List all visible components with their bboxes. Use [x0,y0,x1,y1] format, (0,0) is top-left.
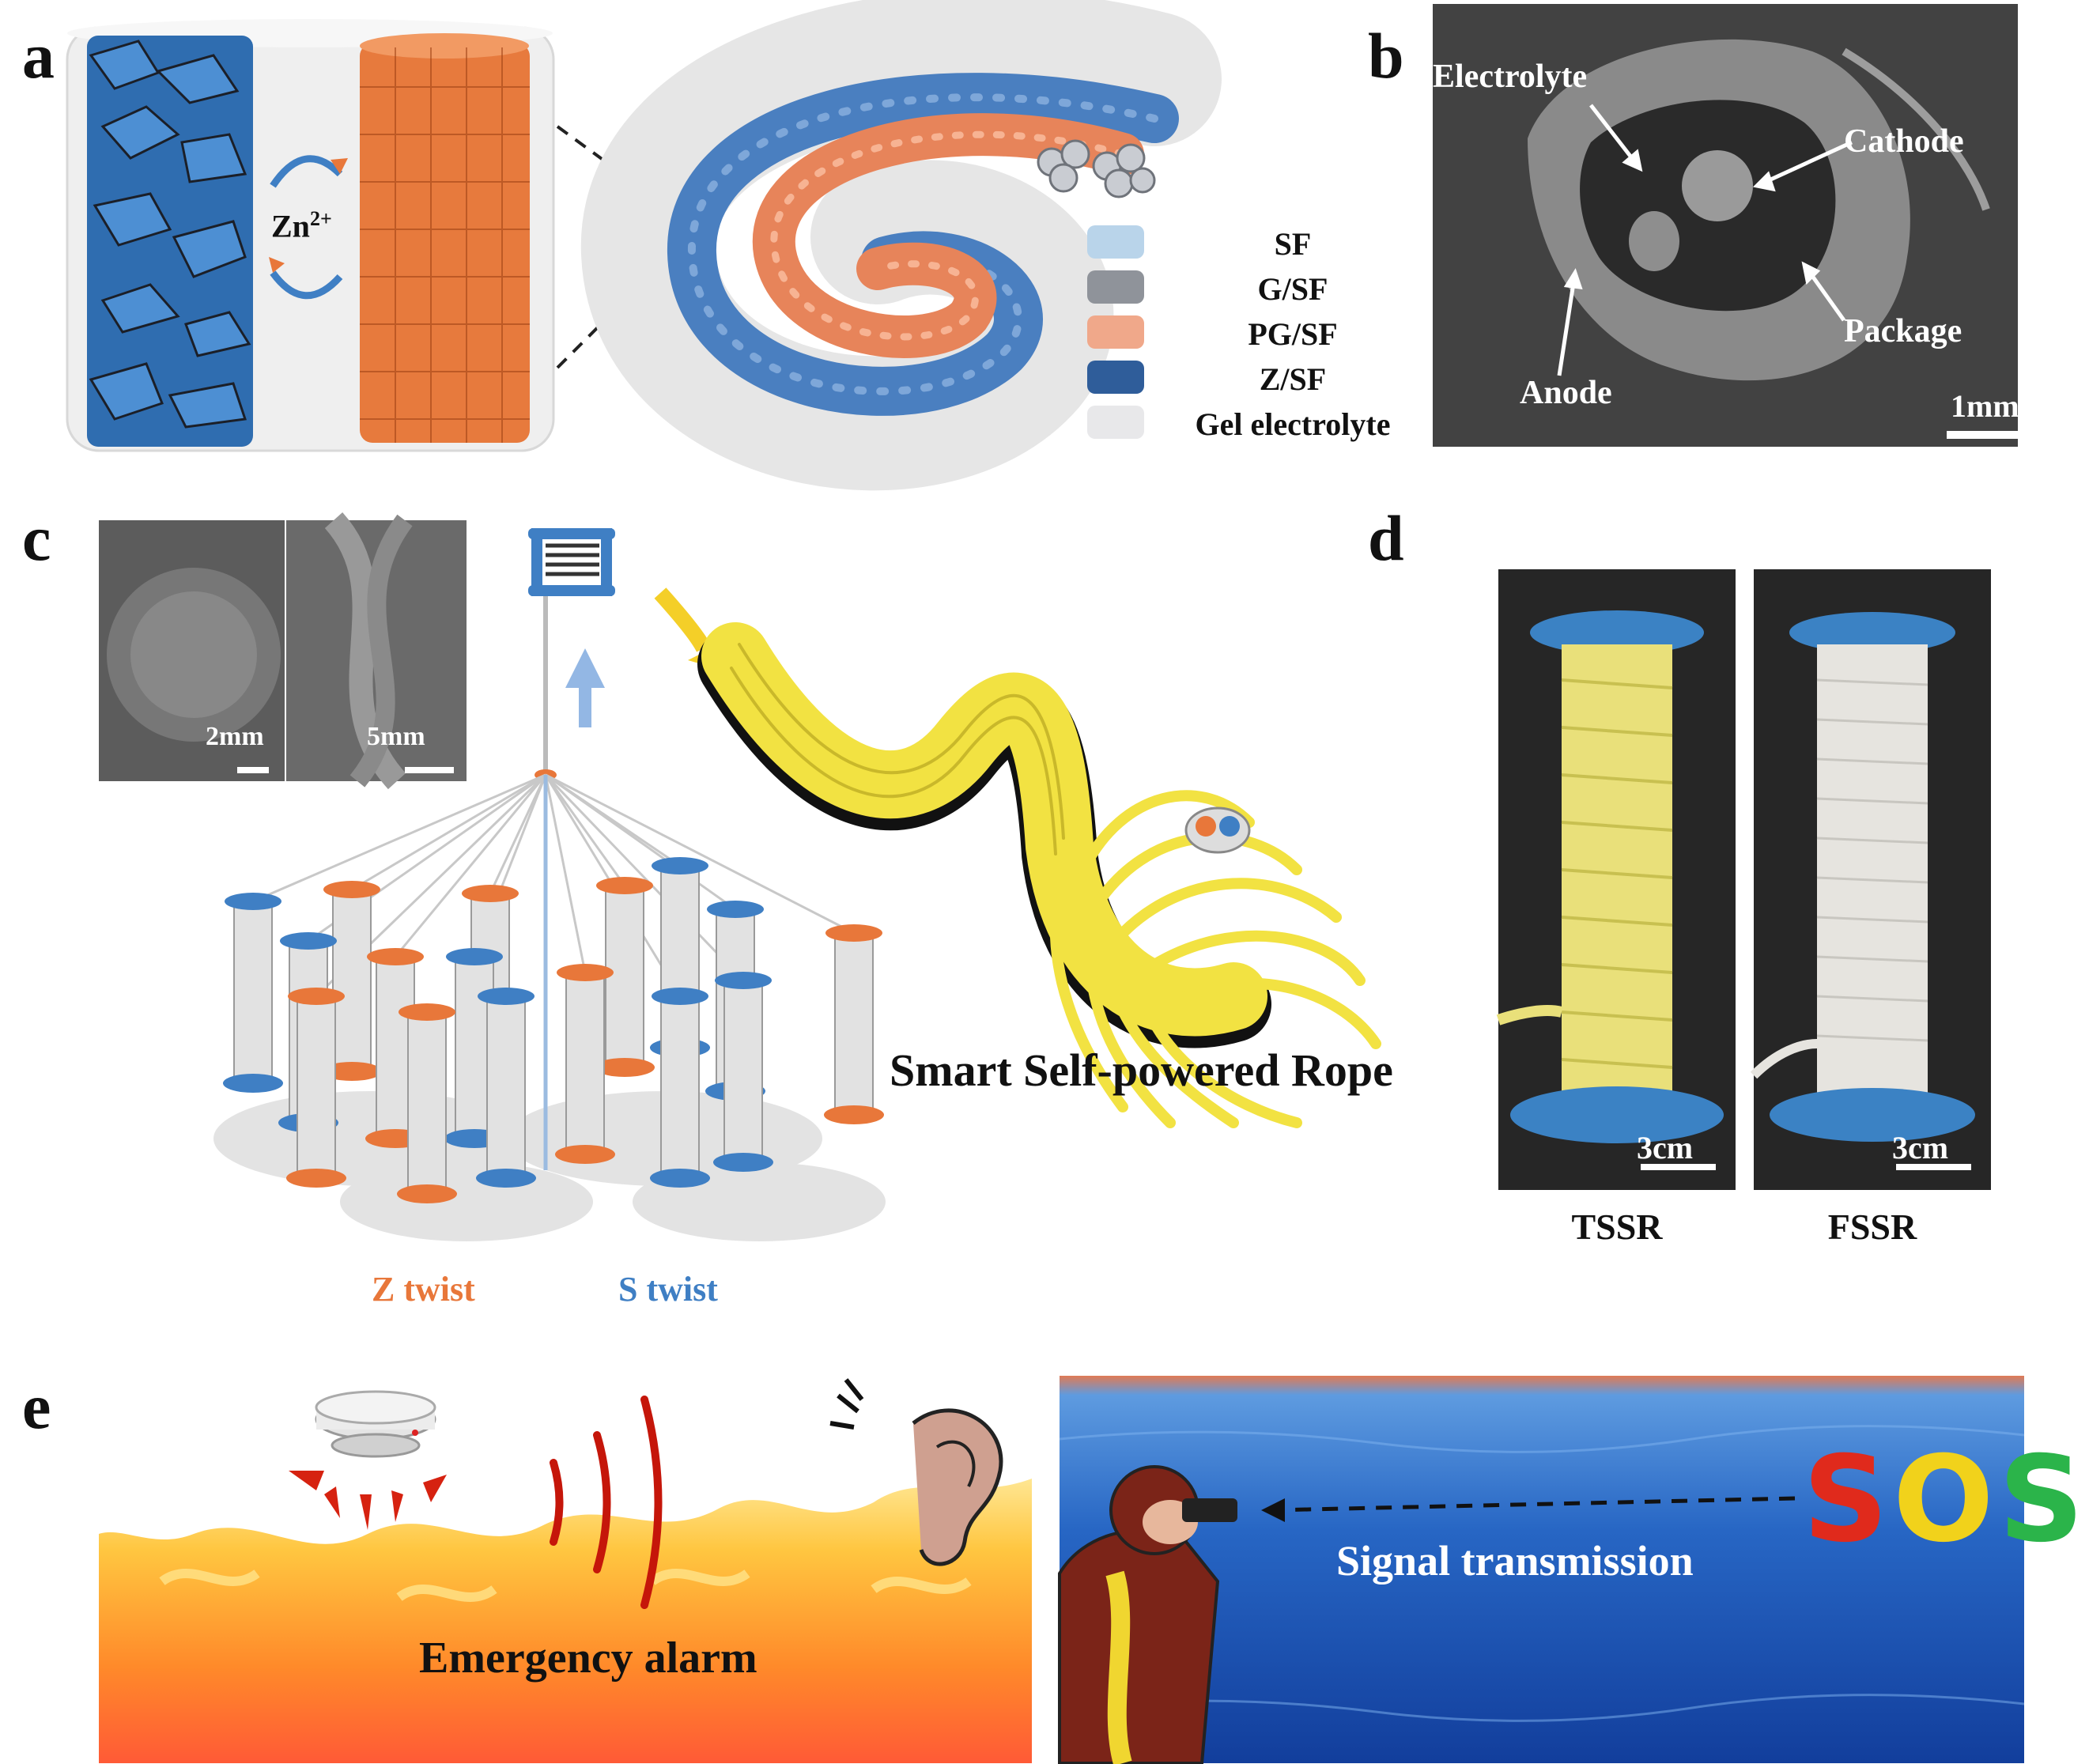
panel-label-e: e [22,1370,51,1442]
bobbins [223,857,884,1203]
sos-letter: S [1998,1431,2089,1569]
ion-exchange-arrows [270,155,343,300]
bobbin [650,988,710,1188]
scale-label: 2mm [206,722,264,751]
caption-tssr: TSSR [1571,1207,1663,1247]
label-electrolyte: Electrolyte [1433,59,1588,95]
bobbin [713,972,773,1172]
rope-braiding-machine [213,528,1381,1241]
spiral-rope-illustration [580,0,1222,491]
legend-label: PG/SF [1248,316,1338,352]
sem-inset-drawing [324,512,413,790]
signal-dashed-line [1272,1496,1796,1513]
panel-e: e [0,1360,2084,1764]
bobbin [555,964,615,1164]
sos-signal: SOS [1803,1431,2089,1569]
smart-rope-illustration [697,622,1381,1128]
s-twist-label: S twist [618,1270,718,1309]
legend-swatch [1087,406,1144,439]
legend-label: G/SF [1257,271,1328,307]
legend-swatch [1087,361,1144,394]
scale-bar [237,767,269,773]
label-cathode: Cathode [1844,123,1964,160]
sound-wave-icon [550,1396,663,1609]
legend-label: Gel electrolyte [1195,406,1391,442]
sem-inset-twisted-surface: 5mm [286,512,467,790]
photo-drawing [1496,610,1724,1143]
panel-d: d 3cm [1344,490,2024,1281]
bobbin [223,893,283,1093]
sea-scene: Signal transmission SOS [1058,1376,2084,1764]
zinc-anode-block [87,36,253,447]
signal-transmission-text: Signal transmission [1336,1537,1694,1585]
take-up-spool-icon [528,528,615,775]
scale-bar [1641,1164,1716,1170]
sem-drawing [1433,4,2018,447]
sos-letter: O [1893,1431,1999,1569]
zinc-ion-label: Zn2+ [271,207,332,244]
sos-letter: S [1803,1431,1894,1569]
smart-rope-title: Smart Self-powered Rope [890,1044,1393,1096]
alarm-rays-icon [289,1471,447,1530]
panel-b: b Electrolyte Cathode Package Anode 1mm [1344,0,2073,459]
scale-bar [405,767,454,773]
bobbin [397,1003,457,1203]
photo-fssr-spool: 3cm [1750,569,1991,1190]
annotation-arrows [1557,104,1853,376]
panel-label-a: a [22,20,55,92]
z-twist-label: Z twist [372,1270,475,1309]
scale-label: 3cm [1637,1130,1694,1165]
legend-item: G/SF [1087,270,1419,307]
panel-a-illustration [66,0,1222,491]
legend-swatch [1087,225,1144,259]
legend-item: SF [1087,225,1419,262]
bobbin [824,924,884,1124]
photo-drawing [1750,612,1975,1142]
scale-label: 1mm [1951,388,2019,424]
bobbin [595,877,655,1077]
scale-label: 5mm [367,722,425,751]
legend-swatch [1087,315,1144,349]
legend-item: Gel electrolyte [1087,406,1419,442]
label-package: Package [1844,313,1962,349]
ear-icon [829,1378,1003,1566]
panel-a: a [0,0,1423,491]
panel-c: c 2mm 5mm [0,490,1463,1320]
upward-arrow-icon [565,648,605,727]
panel-label-d: d [1368,502,1404,574]
legend-item: PG/SF [1087,315,1419,352]
scale-label: 3cm [1892,1130,1949,1165]
person-with-binoculars-icon [1058,1465,1237,1764]
material-legend: SF G/SF PG/SF Z/SF Gel electrolyte [1087,225,1427,455]
fire-scene: Emergency alarm [99,1376,1032,1763]
bobbin [286,988,346,1188]
curved-arrow-icon [654,587,711,652]
photo-tssr-spool: 3cm [1496,569,1736,1190]
label-anode: Anode [1520,375,1612,411]
panel-label-b: b [1368,20,1404,92]
emergency-alarm-text: Emergency alarm [419,1634,757,1683]
bobbin [476,988,536,1188]
sem-inset-drawing [107,568,281,742]
scale-bar [1947,431,2073,439]
caption-fssr: FSSR [1827,1207,1917,1247]
panel-label-c: c [22,502,51,574]
legend-swatch [1087,270,1144,304]
sem-inset-cross-section: 2mm [99,520,285,781]
fire-drawing [99,1376,1032,1763]
legend-item: Z/SF [1087,361,1419,397]
sea-drawing [1058,1376,2025,1764]
legend-label: SF [1274,226,1312,262]
legend-label: Z/SF [1259,361,1327,397]
scale-bar [1896,1164,1971,1170]
smoke-detector-icon [315,1390,436,1458]
cathode-block [360,33,530,443]
sem-image-battery-cross-section: Electrolyte Cathode Package Anode 1mm [1433,4,2073,447]
bobbin [322,881,382,1081]
